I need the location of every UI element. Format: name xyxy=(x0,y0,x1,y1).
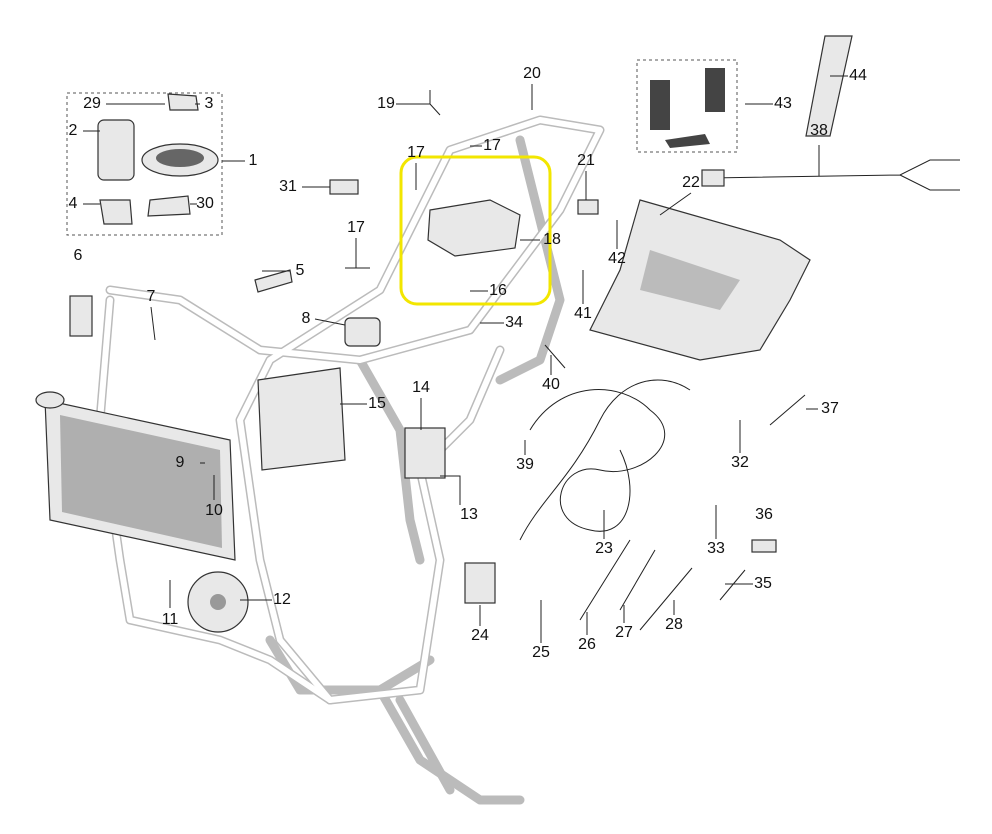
callout-17: 17 xyxy=(483,137,501,154)
callout-29: 29 xyxy=(83,95,101,112)
callout-13: 13 xyxy=(460,506,478,523)
callout-17: 17 xyxy=(407,144,425,161)
callout-21: 21 xyxy=(577,152,595,169)
callout-33: 33 xyxy=(707,540,725,557)
callout-41: 41 xyxy=(574,305,592,322)
callout-15: 15 xyxy=(368,395,386,412)
callout-12: 12 xyxy=(273,591,291,608)
callout-19: 19 xyxy=(377,95,395,112)
callout-38: 38 xyxy=(810,122,828,139)
callout-37: 37 xyxy=(821,400,839,417)
callout-1: 1 xyxy=(248,152,258,169)
callout-24: 24 xyxy=(471,627,489,644)
callout-3: 3 xyxy=(204,95,214,112)
callout-39: 39 xyxy=(516,456,534,473)
callout-20: 20 xyxy=(523,65,541,82)
callout-7: 7 xyxy=(146,288,156,305)
callout-22: 22 xyxy=(682,174,700,191)
ignition-group-box xyxy=(66,92,223,236)
callout-2: 2 xyxy=(68,122,78,139)
callout-44: 44 xyxy=(849,67,867,84)
callout-34: 34 xyxy=(505,314,523,331)
highlight-box xyxy=(399,155,552,306)
callout-43: 43 xyxy=(774,95,792,112)
callout-4: 4 xyxy=(68,195,78,212)
ignition-switch xyxy=(97,119,135,181)
callout-42: 42 xyxy=(608,250,626,267)
callout-14: 14 xyxy=(412,379,430,396)
callout-31: 31 xyxy=(279,178,297,195)
callout-9: 9 xyxy=(175,454,185,471)
callout-32: 32 xyxy=(731,454,749,471)
callout-36: 36 xyxy=(755,506,773,523)
callout-10: 10 xyxy=(205,502,223,519)
radiator xyxy=(35,391,236,561)
callout-27: 27 xyxy=(615,624,633,641)
callout-40: 40 xyxy=(542,376,560,393)
battery xyxy=(257,367,346,471)
callout-23: 23 xyxy=(595,540,613,557)
ecu xyxy=(427,199,521,257)
callout-26: 26 xyxy=(578,636,596,653)
callout-11: 11 xyxy=(161,611,179,628)
key xyxy=(167,93,199,111)
callout-30: 30 xyxy=(196,195,214,212)
callout-5: 5 xyxy=(295,262,305,279)
callout-28: 28 xyxy=(665,616,683,633)
callout-16: 16 xyxy=(489,282,507,299)
callout-6: 6 xyxy=(73,247,83,264)
callout-8: 8 xyxy=(301,310,311,327)
callout-25: 25 xyxy=(532,644,550,661)
callout-18: 18 xyxy=(543,231,561,248)
callout-35: 35 xyxy=(754,575,772,592)
callout-17: 17 xyxy=(347,219,365,236)
